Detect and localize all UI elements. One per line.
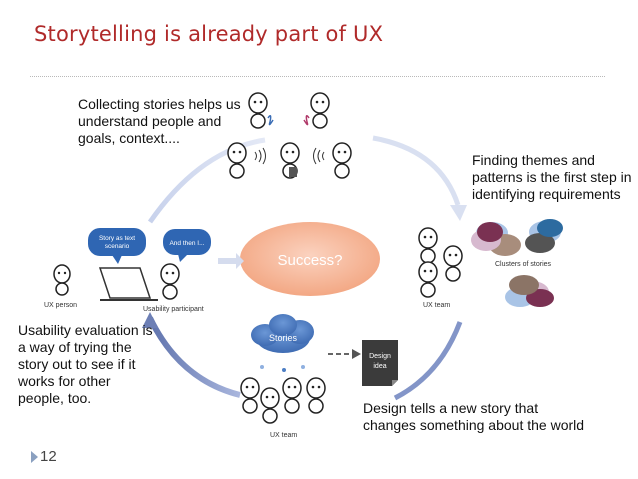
cycle-arc-bottom-right bbox=[393, 321, 463, 401]
stories-cloud bbox=[251, 314, 314, 353]
clusters-of-stories-icon bbox=[471, 219, 563, 307]
cycle-arrowhead-left bbox=[142, 312, 158, 328]
text-collecting-stories: Collecting stories helps us understand p… bbox=[78, 96, 241, 146]
design-idea-line1: Design bbox=[369, 353, 391, 360]
bubble-story-line1: Story as text bbox=[99, 235, 135, 242]
bubble-story-line2: scenario bbox=[105, 243, 130, 250]
title-divider bbox=[30, 76, 605, 77]
person-right-2 bbox=[443, 245, 463, 282]
person-participant bbox=[160, 263, 180, 300]
label-ux-team-right: UX team bbox=[423, 302, 451, 309]
bubble-and-then-label: And then I... bbox=[169, 240, 204, 247]
text-usability-evaluation: Usability evaluation is a way of trying … bbox=[18, 322, 153, 406]
design-idea-document bbox=[362, 340, 398, 386]
squiggle-blue bbox=[267, 115, 274, 126]
person-top-3 bbox=[227, 142, 247, 179]
label-ux-person: UX person bbox=[44, 302, 78, 309]
person-top-4 bbox=[280, 142, 300, 179]
page-number: 12 bbox=[40, 448, 57, 465]
cycle-arc-top-right bbox=[372, 135, 461, 206]
person-bottom-2 bbox=[282, 377, 302, 414]
label-clusters: Clusters of stories bbox=[495, 261, 552, 268]
person-bottom-3 bbox=[306, 377, 326, 414]
person-top-2 bbox=[310, 92, 330, 129]
squiggle-red bbox=[303, 115, 310, 126]
label-usability-participant: Usability participant bbox=[143, 306, 204, 313]
person-top-5 bbox=[332, 142, 352, 179]
success-ellipse bbox=[240, 222, 380, 296]
success-label: Success? bbox=[277, 252, 342, 269]
person-right-1 bbox=[418, 227, 438, 264]
design-idea-line2: idea bbox=[373, 363, 386, 370]
person-right-3 bbox=[418, 261, 438, 298]
speech-bubble-and-then bbox=[163, 229, 211, 255]
stories-label: Stories bbox=[269, 333, 298, 343]
label-ux-team-bottom: UX team bbox=[270, 432, 298, 439]
cycle-arc-top-left bbox=[147, 137, 266, 224]
page-marker-icon bbox=[31, 451, 38, 463]
slide-title: Storytelling is already part of UX bbox=[34, 22, 384, 46]
text-finding-themes: Finding themes and patterns is the first… bbox=[472, 152, 632, 202]
sound-waves-left bbox=[254, 147, 266, 165]
cycle-arc-bottom-left bbox=[147, 316, 241, 398]
person-ux bbox=[53, 264, 71, 296]
text-design-story: Design tells a new story that changes so… bbox=[363, 400, 585, 433]
laptop-icon bbox=[98, 267, 158, 301]
person-bottom-1 bbox=[240, 377, 260, 414]
sound-waves-right bbox=[313, 147, 325, 165]
person-top-1 bbox=[248, 92, 268, 129]
arrow-to-success bbox=[218, 253, 244, 269]
cycle-arrowhead-right bbox=[450, 205, 467, 221]
speech-bubble-story bbox=[88, 228, 146, 256]
person-bottom-4 bbox=[260, 387, 280, 424]
